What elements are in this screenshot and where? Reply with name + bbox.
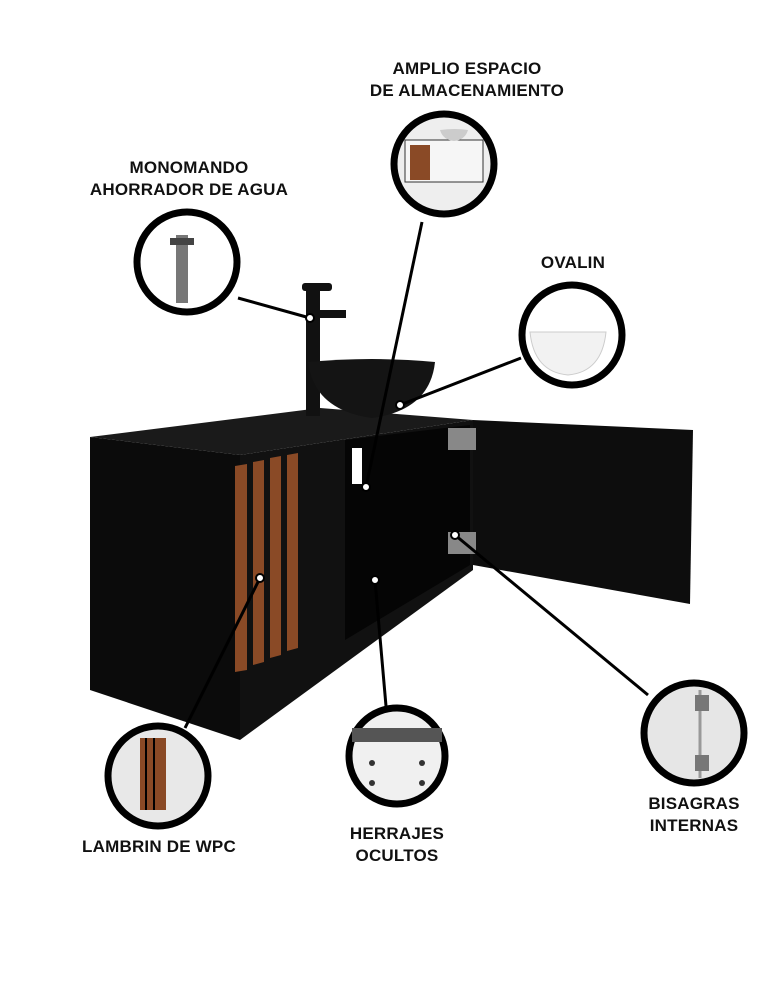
basin-label: OVALIN xyxy=(520,252,626,274)
hinge-top xyxy=(448,428,476,450)
storage-label-line1: AMPLIO ESPACIO xyxy=(392,59,542,78)
hinges-detail-circle xyxy=(640,679,748,787)
basin-detail-circle xyxy=(518,281,626,389)
storage-label: AMPLIO ESPACIO DE ALMACENAMIENTO xyxy=(340,58,594,102)
hinges-label-line1: BISAGRAS xyxy=(648,794,740,813)
hardware-label-line2: OCULTOS xyxy=(355,846,439,865)
faucet-label-line1: MONOMANDO xyxy=(129,158,249,177)
wpc-label: LAMBRIN DE WPC xyxy=(60,836,258,858)
wpc-detail-circle xyxy=(104,722,212,830)
faucet-detail-circle xyxy=(133,208,241,316)
hardware-detail-circle xyxy=(345,704,449,808)
storage-label-line2: DE ALMACENAMIENTO xyxy=(369,81,565,100)
hinges-label-line2: INTERNAS xyxy=(649,816,739,835)
wpc-slats xyxy=(235,453,298,672)
wpc-label-line1: LAMBRIN DE WPC xyxy=(82,837,236,856)
cabinet xyxy=(90,408,693,740)
leader-lines xyxy=(183,221,649,729)
faucet-label-line2: AHORRADOR DE AGUA xyxy=(89,180,289,199)
faucet-label: MONOMANDO AHORRADOR DE AGUA xyxy=(60,157,318,201)
basin-label-line1: OVALIN xyxy=(540,253,606,272)
storage-detail-circle xyxy=(390,110,498,218)
hardware-label-line1: HERRAJES xyxy=(349,824,445,843)
hardware-label: HERRAJES OCULTOS xyxy=(337,823,457,867)
open-door xyxy=(473,420,693,604)
hinges-label: BISAGRAS INTERNAS xyxy=(634,793,754,837)
leader-dots xyxy=(255,313,460,585)
